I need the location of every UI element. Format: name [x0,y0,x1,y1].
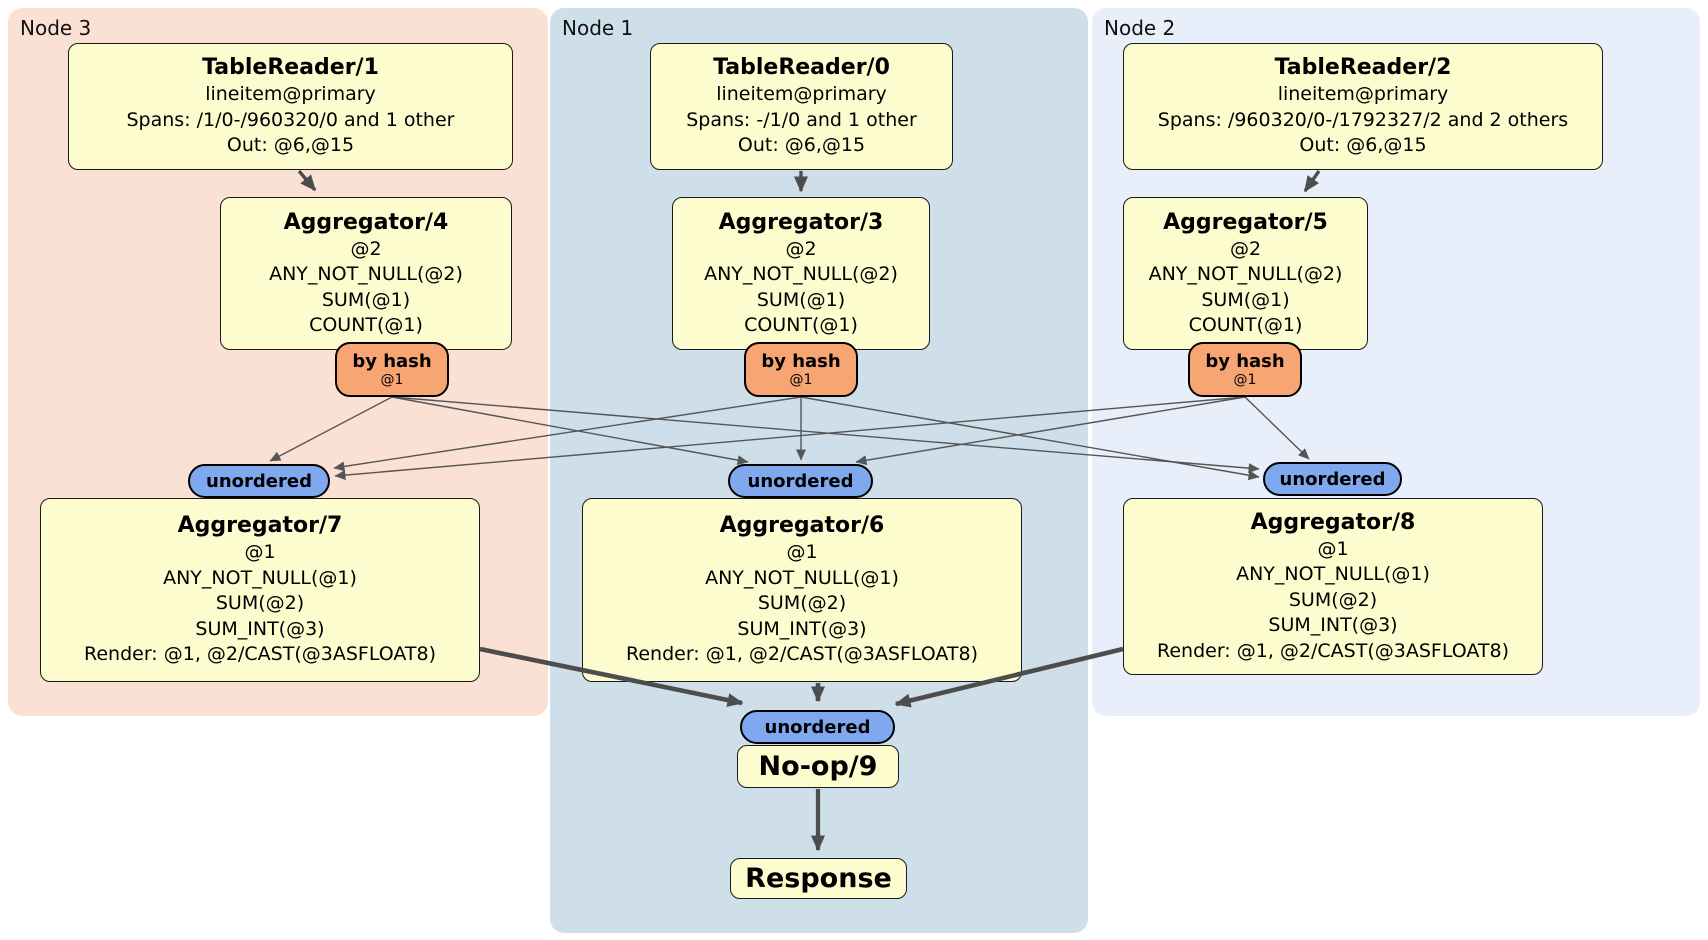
tablereader1-box: TableReader/1 lineitem@primary Spans: /1… [68,43,513,170]
processor-line: @1 [244,541,276,564]
tablereader2-box: TableReader/2 lineitem@primary Spans: /9… [1123,43,1603,170]
noop9-box: No-op/9 [737,745,899,788]
by-hash-label: by hash [1205,350,1285,372]
processor-line: Spans: -/1/0 and 1 other [686,108,917,131]
aggregator6-box: Aggregator/6 @1 ANY_NOT_NULL(@1) SUM(@2)… [582,498,1022,682]
processor-line: ANY_NOT_NULL(@2) [1148,263,1343,285]
processor-line: COUNT(@1) [1188,314,1303,336]
processor-line: SUM(@2) [215,592,305,615]
processor-line: Render: @1, @2/CAST(@3ASFLOAT8) [1157,639,1509,662]
response-box: Response [730,858,907,899]
processor-line: Out: @6,@15 [1299,134,1427,157]
aggregator4-box: Aggregator/4 @2 ANY_NOT_NULL(@2) SUM(@1)… [220,197,512,350]
processor-line: @2 [1229,237,1262,260]
by-hash-router-node3: by hash @1 [335,342,449,397]
processor-line: ANY_NOT_NULL(@1) [1236,563,1430,586]
aggregator7-box: Aggregator/7 @1 ANY_NOT_NULL(@1) SUM(@2)… [40,498,480,682]
unordered-sync-node1: unordered [728,464,873,498]
tablereader2-title: TableReader/2 [1274,55,1452,81]
processor-line: SUM(@1) [321,288,411,311]
noop9-title: No-op/9 [758,750,878,782]
processor-line: COUNT(@1) [744,314,858,336]
processor-line: ANY_NOT_NULL(@1) [163,566,357,589]
node3-label: Node 3 [20,16,92,40]
processor-line: SUM(@2) [757,592,847,615]
processor-line: SUM(@1) [1201,288,1290,311]
by-hash-label: by hash [352,350,432,372]
processor-line: SUM_INT(@3) [737,617,867,640]
response-title: Response [745,862,892,894]
processor-line: SUM(@1) [756,288,846,311]
tablereader0-title: TableReader/0 [713,55,890,81]
unordered-label: unordered [206,470,312,492]
processor-line: ANY_NOT_NULL(@2) [269,263,463,285]
aggregator3-title: Aggregator/3 [718,209,884,235]
processor-line: ANY_NOT_NULL(@2) [704,263,898,285]
unordered-label: unordered [764,716,871,738]
unordered-label: unordered [1279,468,1386,490]
processor-line: Render: @1, @2/CAST(@3ASFLOAT8) [626,643,978,666]
unordered-sync-final: unordered [740,710,895,744]
unordered-sync-node2: unordered [1263,462,1402,496]
aggregator8-box: Aggregator/8 @1 ANY_NOT_NULL(@1) SUM(@2)… [1123,498,1543,675]
processor-line: Out: @6,@15 [737,134,866,157]
aggregator7-title: Aggregator/7 [177,513,343,539]
tablereader1-title: TableReader/1 [202,55,379,81]
processor-line: @2 [785,237,817,260]
processor-line: @1 [1317,537,1349,560]
unordered-label: unordered [747,470,854,492]
processor-line: lineitem@primary [205,83,376,106]
aggregator3-box: Aggregator/3 @2 ANY_NOT_NULL(@2) SUM(@1)… [672,197,930,350]
by-hash-router-node1: by hash @1 [744,342,858,397]
processor-line: Spans: /1/0-/960320/0 and 1 other [126,108,455,131]
processor-line: Out: @6,@15 [226,134,355,157]
processor-line: @1 [786,541,818,564]
aggregator5-box: Aggregator/5 @2 ANY_NOT_NULL(@2) SUM(@1)… [1123,197,1368,350]
node2-label: Node 2 [1104,16,1176,40]
by-hash-detail: @1 [380,371,404,388]
processor-line: Render: @1, @2/CAST(@3ASFLOAT8) [84,643,436,666]
unordered-sync-node3: unordered [188,464,330,498]
by-hash-detail: @1 [789,371,813,388]
processor-line: COUNT(@1) [309,314,423,336]
aggregator5-title: Aggregator/5 [1163,209,1328,235]
processor-line: ANY_NOT_NULL(@1) [705,566,899,589]
node1-label: Node 1 [562,16,634,40]
tablereader0-box: TableReader/0 lineitem@primary Spans: -/… [650,43,953,170]
processor-line: @2 [350,237,382,260]
processor-line: Spans: /960320/0-/1792327/2 and 2 others [1157,108,1569,131]
aggregator4-title: Aggregator/4 [283,209,449,235]
processor-line: SUM_INT(@3) [1268,614,1398,637]
processor-line: SUM_INT(@3) [195,617,325,640]
aggregator6-title: Aggregator/6 [719,513,885,539]
by-hash-router-node2: by hash @1 [1188,342,1302,397]
aggregator8-title: Aggregator/8 [1250,509,1416,535]
by-hash-detail: @1 [1233,371,1257,388]
processor-line: SUM(@2) [1288,588,1378,611]
processor-line: lineitem@primary [716,83,887,106]
by-hash-label: by hash [761,350,841,372]
processor-line: lineitem@primary [1277,83,1449,106]
